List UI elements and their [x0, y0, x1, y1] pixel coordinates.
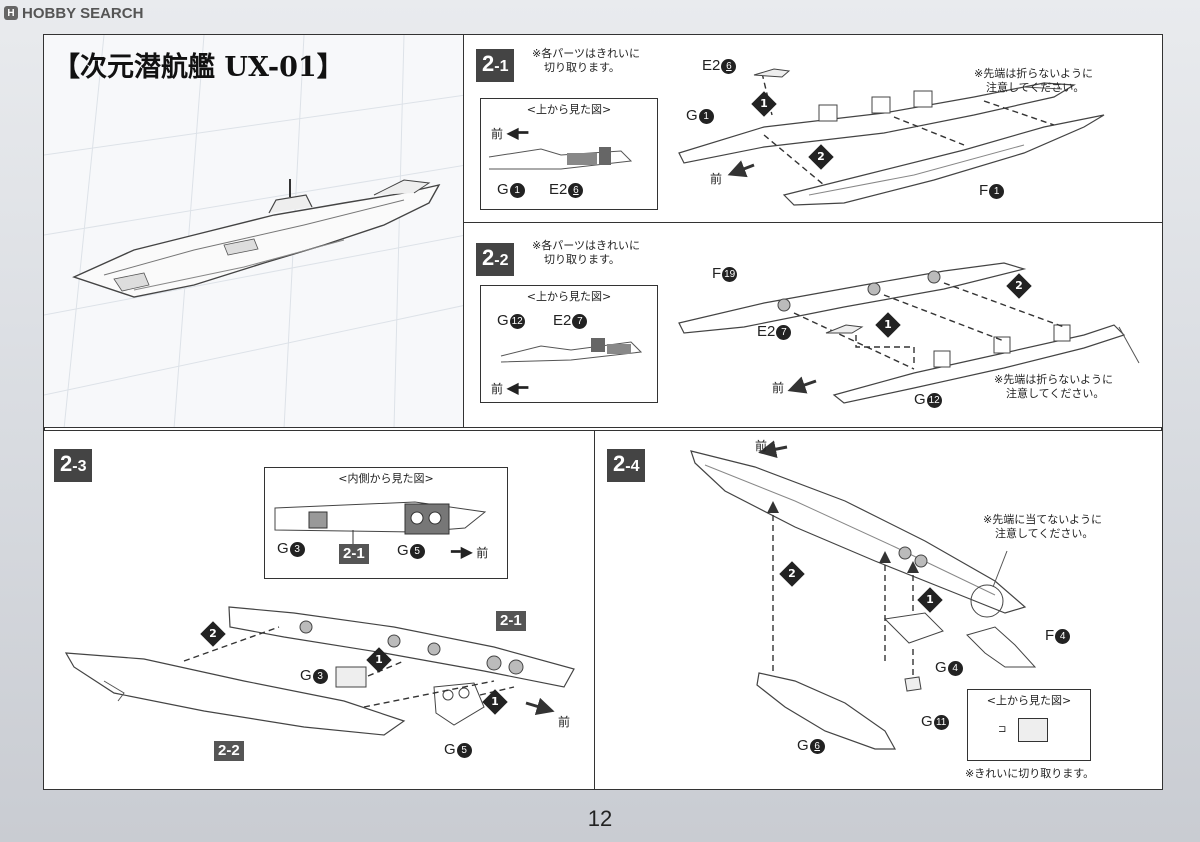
step-2-1-step1-badge: 1: [751, 91, 777, 117]
small-pointer-icon: ⊐: [998, 724, 1007, 735]
step-2-1-warning: ※先端は折らないように注意してください。: [974, 67, 1093, 94]
step-2-4-step1-badge: 1: [917, 587, 943, 613]
ref-badge-2-1: 2-1: [339, 544, 369, 564]
step-2-2-step2-badge: 2: [1006, 273, 1032, 299]
step-2-4-warning: ※先端に当てないように注意してください。: [983, 513, 1102, 540]
page-title: 【次元潜航艦 UX-01】: [53, 52, 344, 83]
step-2-2-assembly-drawing: [678, 262, 1140, 404]
step-2-1-tag: 2-1: [476, 49, 515, 82]
inset-caption: <上から見た図>: [986, 694, 1072, 707]
step-2-2-step1-badge: 1: [875, 312, 901, 338]
step-2-4-top-view-inset: <上から見た図> ⊐: [967, 689, 1091, 761]
front-label: 前: [710, 172, 723, 186]
step-2-4-cut-note: ※きれいに切り取ります。: [965, 767, 1095, 780]
cut-point-box-icon: [1018, 718, 1048, 742]
step-2-3-step2-badge: 2: [200, 621, 226, 647]
left-arrow-icon: ◀━: [506, 125, 529, 142]
step-2-4-tag: 2-4: [607, 449, 646, 482]
overview-panel: 【次元潜航艦 UX-01】: [43, 34, 465, 428]
front-label: ━▶ 前: [451, 544, 489, 561]
step-2-3-step1-badge-b: 1: [482, 689, 508, 715]
step-2-4-assembly-drawing: [690, 440, 1037, 750]
step-2-1-assembly-drawing: [678, 68, 1105, 206]
step-2-3-step1-badge-a: 1: [366, 647, 392, 673]
step-2-2-note: ※各パーツはきれいに切り取ります。: [532, 239, 640, 266]
inset-caption: <内側から見た図>: [338, 472, 434, 485]
hobby-search-logo-icon: H: [4, 6, 18, 20]
ship-overview-illustration: [44, 35, 464, 427]
step-2-2-warning: ※先端は折らないように注意してください。: [994, 373, 1113, 400]
front-label: 前 ◀━: [491, 380, 529, 397]
inset-caption: <上から見た図>: [526, 290, 612, 303]
front-label: 前: [772, 381, 785, 395]
ref-badge-2-1: 2-1: [496, 611, 526, 631]
step-2-2-tag: 2-2: [476, 243, 515, 276]
top-view-part-drawing: [500, 338, 643, 363]
step-2-1-step2-badge: 2: [808, 144, 834, 170]
inset-caption: <上から見た図>: [526, 103, 612, 116]
left-arrow-icon: ◀━: [506, 380, 529, 397]
watermark-text: HOBBY SEARCH: [22, 4, 144, 22]
front-label: 前: [558, 715, 571, 729]
top-view-part-drawing: [488, 147, 633, 170]
page-number: 12: [587, 806, 613, 831]
ref-badge-2-2: 2-2: [214, 741, 244, 761]
step-2-3-tag: 2-3: [54, 449, 93, 482]
right-arrow-icon: ━▶: [451, 544, 473, 561]
step-2-1-note: ※各パーツはきれいに切り取ります。: [532, 47, 640, 74]
hobby-search-watermark: H HOBBY SEARCH: [4, 2, 143, 24]
front-label: 前 ◀━: [491, 125, 529, 142]
front-label: 前: [755, 439, 768, 453]
step-2-4-step2-badge: 2: [779, 561, 805, 587]
step-2-3-assembly-drawing: [64, 606, 575, 736]
inner-view-part-drawing: [274, 501, 487, 546]
